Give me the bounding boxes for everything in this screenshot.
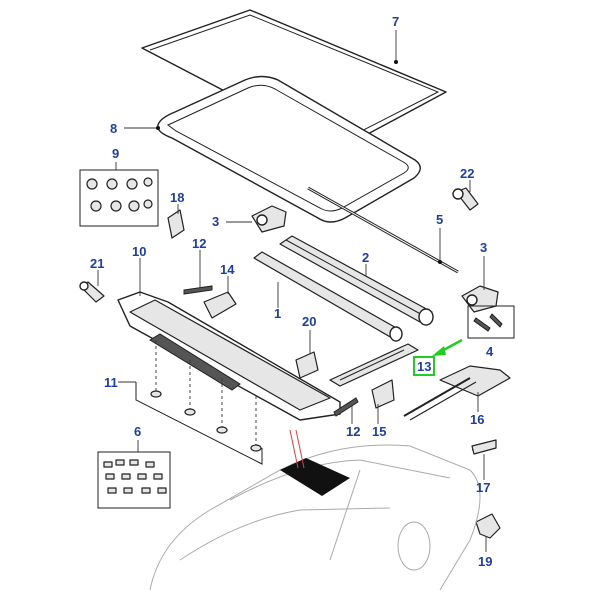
bracket-part-20[interactable] xyxy=(295,351,319,379)
callout-12-upper: 12 xyxy=(192,236,206,251)
small-parts-kit-part-6[interactable] xyxy=(97,451,171,509)
bracket-part-15[interactable] xyxy=(371,379,395,409)
callout-16: 16 xyxy=(470,412,484,427)
sunroof-glass-location xyxy=(280,458,350,496)
clip-part-12-lower[interactable] xyxy=(333,397,359,417)
callout-7: 7 xyxy=(392,14,399,29)
callout-12-lower: 12 xyxy=(346,424,360,439)
sunblind-part-1[interactable] xyxy=(253,251,403,342)
callout-11: 11 xyxy=(104,375,118,390)
callout-15: 15 xyxy=(372,424,386,439)
callout-4: 4 xyxy=(486,344,494,359)
callout-3-upper: 3 xyxy=(212,214,219,229)
part-13-highlight xyxy=(432,338,463,356)
callout-2: 2 xyxy=(362,250,369,265)
callout-9: 9 xyxy=(112,146,119,161)
callout-8: 8 xyxy=(110,121,117,136)
callout-22: 22 xyxy=(460,166,474,181)
callout-14: 14 xyxy=(220,262,235,277)
drain-tube-part-5[interactable] xyxy=(307,186,459,274)
callout-labels: 7 8 9 18 3 22 5 2 3 10 12 21 14 1 20 4 1… xyxy=(90,14,494,569)
callout-13: 13 xyxy=(417,359,431,374)
callout-20: 20 xyxy=(302,314,316,329)
grommets-part-11[interactable] xyxy=(135,340,263,465)
clip-part-12-upper[interactable] xyxy=(183,285,213,295)
callout-1: 1 xyxy=(274,306,281,321)
callout-10: 10 xyxy=(132,244,146,259)
bracket-part-14[interactable] xyxy=(203,291,237,319)
location-indicator-lines xyxy=(289,429,305,469)
callout-19: 19 xyxy=(478,554,492,569)
leader-lines xyxy=(97,30,487,552)
screw-kit-part-4[interactable] xyxy=(467,305,515,339)
callout-18: 18 xyxy=(170,190,184,205)
guide-rail-part-13[interactable] xyxy=(329,343,419,387)
drain-valve-part-22[interactable] xyxy=(452,187,479,211)
bracket-part-19[interactable] xyxy=(475,513,501,539)
spring-part-17[interactable] xyxy=(471,439,497,455)
sunblind-part-2[interactable] xyxy=(279,235,434,326)
clips-kit-part-9[interactable] xyxy=(79,169,159,227)
motor-part-3-upper[interactable] xyxy=(251,205,287,233)
callout-21: 21 xyxy=(90,256,104,271)
seal-frame-part-8[interactable] xyxy=(157,75,421,223)
callout-6: 6 xyxy=(134,424,141,439)
callout-3-lower: 3 xyxy=(480,240,487,255)
callout-17: 17 xyxy=(476,480,490,495)
callout-5: 5 xyxy=(436,212,443,227)
motor-part-3-lower[interactable] xyxy=(461,285,499,313)
callout-13-highlight-box xyxy=(413,356,435,376)
drain-valve-part-21[interactable] xyxy=(79,281,105,303)
car-location-outline xyxy=(149,444,481,591)
drive-cable-part-16[interactable] xyxy=(403,365,511,421)
bracket-part-18[interactable] xyxy=(167,209,185,239)
